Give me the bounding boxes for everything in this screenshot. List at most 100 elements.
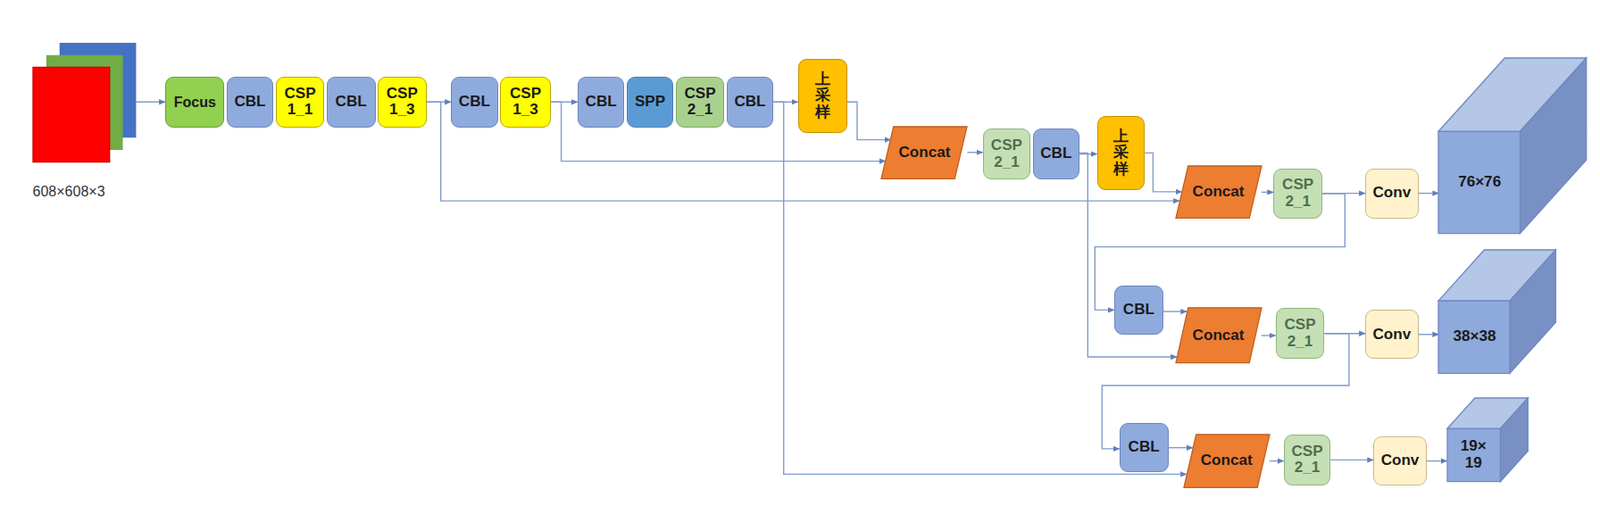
node-label: CSP 2_1 (1279, 316, 1321, 350)
node-label: CSP 2_1 (1277, 176, 1319, 210)
cbl-block: CBL (450, 76, 499, 128)
connector (1330, 459, 1374, 461)
cube-front (1438, 131, 1520, 234)
node-label: CSP 2_1 (679, 85, 721, 119)
connector (773, 101, 798, 103)
shape-outline (1447, 398, 1528, 483)
parallelogram (881, 126, 967, 179)
connector (1168, 447, 1194, 449)
node-label: CBL (233, 93, 266, 110)
cube-face: 19× 19 (1447, 428, 1500, 482)
cbl-block: CBL (1114, 285, 1164, 335)
shape-outline (1438, 58, 1587, 234)
concat-block: Concat (1183, 434, 1270, 488)
cbl-block: CBL (326, 76, 376, 128)
cbl-block: CBL (726, 76, 775, 128)
csp1-block: CSP 1_3 (377, 76, 427, 128)
connector (1144, 152, 1182, 192)
conv-block: Conv (1365, 168, 1418, 219)
shape-outline (1438, 250, 1556, 374)
connector (550, 101, 578, 103)
cbl-block: CBL (1119, 423, 1169, 473)
node-label: CSP 1_3 (381, 85, 423, 119)
node-label: 上 采 样 (1111, 128, 1131, 178)
node-label: Conv (1372, 326, 1411, 343)
connector (1079, 153, 1098, 155)
node-label: 608×608×3 (33, 183, 106, 200)
focus-block: Focus (165, 76, 225, 128)
connector (1269, 460, 1284, 462)
csp1-block: CSP 1_1 (275, 76, 325, 128)
node-label: 19× 19 (1456, 438, 1492, 472)
csp2-block: CSP 2_1 (1275, 308, 1325, 359)
parallelogram (1175, 166, 1262, 218)
image-layer (33, 66, 110, 162)
output-tensor: 76×76 (1438, 58, 1587, 234)
connector (550, 101, 886, 161)
connector (1418, 333, 1440, 335)
csp2-block: CSP 2_1 (675, 76, 725, 128)
connector (1426, 460, 1448, 462)
cube-front (1438, 300, 1510, 374)
upsample-block: 上 采 样 (1097, 116, 1146, 190)
node-label: CBL (585, 93, 617, 110)
cube-face: 38×38 (1438, 300, 1510, 374)
connector (1261, 334, 1276, 336)
node-label: Concat (1200, 452, 1253, 469)
node-label: CBL (733, 93, 766, 110)
node-label: CBL (1040, 145, 1072, 162)
connector (1163, 310, 1188, 312)
parallelogram (1183, 434, 1270, 488)
node-label: Conv (1381, 452, 1420, 469)
connector (1324, 333, 1366, 334)
cbl-block: CBL (1033, 128, 1081, 180)
node-label: 76×76 (1458, 174, 1501, 191)
node-label: SPP (634, 93, 666, 110)
connector (1101, 333, 1350, 450)
node-label: CBL (335, 93, 367, 110)
csp2-block: CSP 2_1 (983, 128, 1032, 180)
csp1-block: CSP 1_3 (500, 76, 551, 128)
cube-front (1447, 428, 1500, 482)
node-label: Concat (898, 144, 950, 161)
connector (1261, 191, 1275, 193)
output-tensor: 38×38 (1438, 250, 1556, 374)
connector (426, 101, 451, 103)
output-tensor: 19× 19 (1447, 398, 1528, 483)
node-label: CSP 2_1 (1286, 443, 1328, 477)
cbl-block: CBL (577, 76, 625, 128)
concat-block: Concat (1175, 308, 1262, 364)
cbl-block: CBL (226, 76, 275, 128)
connector (847, 101, 892, 140)
input-image: 608×608×3 (33, 42, 136, 162)
node-label: CSP 1_3 (505, 85, 547, 119)
concat-block: Concat (881, 126, 967, 179)
spp-block: SPP (626, 76, 675, 128)
node-label: Concat (1192, 183, 1245, 200)
node-label: 上 采 样 (813, 71, 833, 121)
node-label: CBL (458, 93, 491, 110)
cube-face: 76×76 (1438, 131, 1520, 234)
node-label: CSP 1_1 (279, 85, 321, 119)
node-label: Conv (1372, 184, 1411, 201)
concat-block: Concat (1175, 166, 1262, 218)
node-label: Focus (174, 94, 217, 110)
shape-outline (33, 42, 136, 162)
connector (135, 101, 166, 103)
connector (1094, 193, 1345, 310)
connector (1418, 192, 1440, 194)
upsample-block: 上 采 样 (798, 58, 848, 133)
connector (966, 151, 983, 153)
cube-side (1520, 58, 1587, 234)
cube-side (1509, 250, 1556, 374)
connector (426, 101, 1180, 201)
conv-block: Conv (1365, 309, 1418, 359)
csp2-block: CSP 2_1 (1273, 168, 1323, 219)
node-label: 38×38 (1452, 328, 1496, 345)
node-label: CBL (1128, 439, 1160, 456)
cube-side (1500, 398, 1528, 483)
connector (1079, 152, 1177, 358)
conv-block: Conv (1373, 436, 1426, 486)
node-label: CBL (1123, 301, 1155, 318)
